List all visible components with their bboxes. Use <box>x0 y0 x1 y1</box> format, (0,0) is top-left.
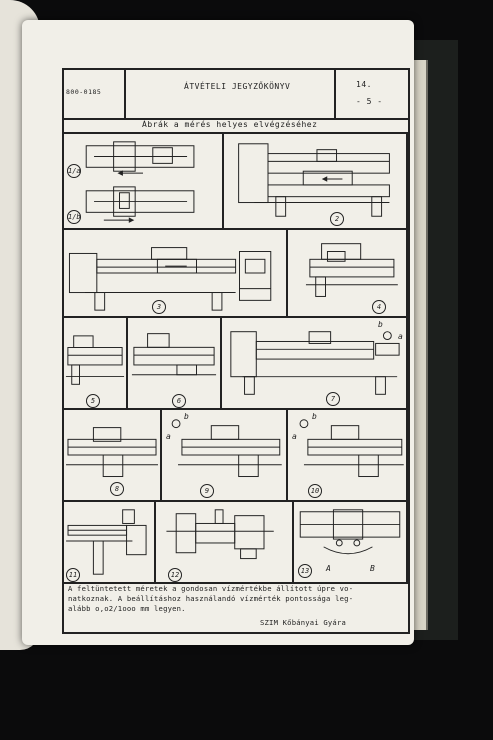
figure-cell-4: 4 <box>288 230 408 318</box>
doc-page: - 5 - <box>356 97 383 106</box>
doc-number-cell: 14. - 5 - <box>334 70 408 118</box>
figure-cell-5: 5 <box>64 318 128 410</box>
lathe-drawing-7 <box>230 331 400 395</box>
figure-cell-13: 13 A B <box>294 502 408 584</box>
figure-7-letter-a: a <box>398 332 404 341</box>
lathe-drawing-8 <box>66 427 158 478</box>
figure-9-letter-b: b <box>184 412 190 421</box>
lathe-drawing-10 <box>299 419 404 478</box>
lathe-drawing-13 <box>299 509 401 555</box>
figure-9-letter-a: a <box>166 432 172 441</box>
figure-label-7: 7 <box>326 392 340 406</box>
figure-cell-9: a b 9 <box>162 410 288 502</box>
footer-notes: A feltüntetett méretek a gondosan vízmér… <box>64 582 408 636</box>
figure-label-10: 10 <box>308 484 322 498</box>
figure-label-13: 13 <box>298 564 312 578</box>
figure-10-letter-a: a <box>292 432 298 441</box>
doc-code-cell: 800-0185 <box>64 70 126 118</box>
figure-13-letter-B: B <box>370 564 376 573</box>
footer-line-2: natkoznak. A beállításhoz használandó ví… <box>68 594 354 603</box>
figure-10-letter-b: b <box>312 412 318 421</box>
footer-signature: SZIM Kőbányai Gyára <box>260 618 347 627</box>
figure-cell-1: 1/a 1/b <box>64 134 224 230</box>
figure-cell-6: 6 <box>128 318 222 410</box>
figure-label-11: 11 <box>66 568 80 582</box>
figure-label-1b: 1/b <box>67 210 81 224</box>
lathe-drawing-3 <box>68 247 272 311</box>
form-frame: 800-0185 ÁTVÉTELI JEGYZŐKÖNYV 14. - 5 - … <box>62 68 410 634</box>
form-header: 800-0185 ÁTVÉTELI JEGYZŐKÖNYV 14. - 5 - <box>64 70 408 120</box>
figure-13-letter-A: A <box>326 564 332 573</box>
document-page: 800-0185 ÁTVÉTELI JEGYZŐKÖNYV 14. - 5 - … <box>22 20 414 645</box>
figure-cell-11: 11 <box>64 502 156 584</box>
figure-label-4: 4 <box>372 300 386 314</box>
doc-title: ÁTVÉTELI JEGYZŐKÖNYV <box>184 82 291 91</box>
figure-grid: 1/a 1/b 2 <box>64 134 408 600</box>
figure-label-3: 3 <box>152 300 166 314</box>
figure-label-12: 12 <box>168 568 182 582</box>
lathe-drawing-2 <box>238 143 390 217</box>
figure-caption: Ábrák a mérés helyes elvégzéséhez <box>142 120 318 129</box>
figure-cell-8: 8 <box>64 410 162 502</box>
doc-number: 14. <box>356 80 372 89</box>
footer-line-1: A feltüntetett méretek a gondosan vízmér… <box>68 584 354 593</box>
figure-caption-row: Ábrák a mérés helyes elvégzéséhez <box>64 118 408 134</box>
figure-cell-7: b a 7 <box>222 318 408 410</box>
lathe-drawing-6 <box>131 333 217 376</box>
lathe-drawing-4 <box>305 243 398 297</box>
figure-label-8: 8 <box>110 482 124 496</box>
figure-label-9: 9 <box>200 484 214 498</box>
figure-cell-3: 3 <box>64 230 288 318</box>
figure-label-2: 2 <box>330 212 344 226</box>
binder-paper-edge <box>410 60 428 630</box>
figure-label-6: 6 <box>172 394 186 408</box>
figure-cell-10: a b 10 <box>288 410 408 502</box>
figure-cell-12: 12 <box>156 502 294 584</box>
lathe-drawing-12 <box>166 509 274 560</box>
figure-7-letter-b: b <box>378 320 384 329</box>
footer-line-3: alább o,o2/1ooo mm legyen. <box>68 604 186 613</box>
lathe-drawing-5 <box>65 335 125 385</box>
lathe-drawing-9 <box>171 419 282 478</box>
doc-code: 800-0185 <box>66 88 102 96</box>
lathe-drawing-11 <box>66 509 147 575</box>
figure-label-5: 5 <box>86 394 100 408</box>
figure-label-1a: 1/a <box>67 164 81 178</box>
lathe-drawing-1 <box>85 141 195 223</box>
figure-cell-2: 2 <box>224 134 408 230</box>
